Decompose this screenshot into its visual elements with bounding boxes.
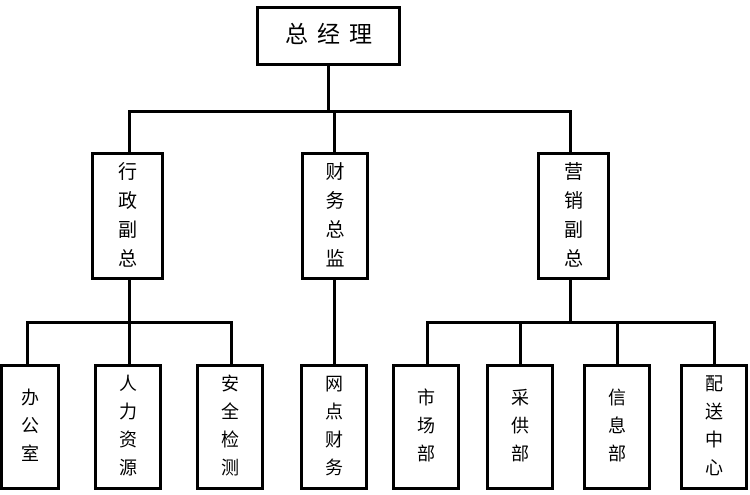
node-label: 行 政 副 总 xyxy=(117,161,137,270)
node-marketing-vp[interactable]: 营 销 副 总 xyxy=(537,152,610,280)
node-branch-finance[interactable]: 网 点 财 务 xyxy=(300,364,368,490)
node-label: 安 全 检 测 xyxy=(221,373,239,480)
connector-drop-marketing-vp xyxy=(569,110,572,154)
connector-marketing-bar xyxy=(426,321,716,324)
connector-root-trunk xyxy=(327,66,330,112)
connector-drop-finance-director xyxy=(333,110,336,154)
node-label: 网 点 财 务 xyxy=(325,373,343,480)
node-admin-vp[interactable]: 行 政 副 总 xyxy=(91,152,164,280)
node-procurement-dept[interactable]: 采 供 部 xyxy=(486,364,554,490)
node-finance-director[interactable]: 财 务 总 监 xyxy=(301,152,369,280)
node-information-dept[interactable]: 信 息 部 xyxy=(583,364,651,490)
node-label: 总经理 xyxy=(285,22,381,49)
connector-drop-hr xyxy=(128,321,131,364)
connector-drop-information-dept xyxy=(616,321,619,364)
node-market-dept[interactable]: 市 场 部 xyxy=(392,364,460,490)
node-human-resources[interactable]: 人 力 资 源 xyxy=(94,364,162,490)
node-safety-inspection[interactable]: 安 全 检 测 xyxy=(196,364,264,490)
node-label: 办 公 室 xyxy=(21,387,39,466)
connector-drop-office xyxy=(26,321,29,364)
node-label: 营 销 副 总 xyxy=(563,161,583,270)
connector-drop-procurement-dept xyxy=(519,321,522,364)
node-general-manager[interactable]: 总经理 xyxy=(256,6,401,66)
node-distribution-center[interactable]: 配 送 中 心 xyxy=(680,364,748,490)
node-label: 信 息 部 xyxy=(608,387,626,466)
node-office[interactable]: 办 公 室 xyxy=(0,364,60,490)
node-label: 采 供 部 xyxy=(511,387,529,466)
connector-finance-trunk xyxy=(333,280,336,364)
connector-drop-safety xyxy=(230,321,233,364)
node-label: 人 力 资 源 xyxy=(119,373,137,480)
connector-admin-vp-trunk xyxy=(128,280,131,324)
connector-marketing-vp-trunk xyxy=(569,280,572,324)
node-label: 财 务 总 监 xyxy=(325,161,345,270)
node-label: 市 场 部 xyxy=(417,387,435,466)
connector-drop-admin-vp xyxy=(128,110,131,154)
connector-drop-distribution-center xyxy=(713,321,716,364)
connector-drop-market-dept xyxy=(426,321,429,364)
connector-level2-bar xyxy=(128,110,572,113)
node-label: 配 送 中 心 xyxy=(705,373,723,480)
